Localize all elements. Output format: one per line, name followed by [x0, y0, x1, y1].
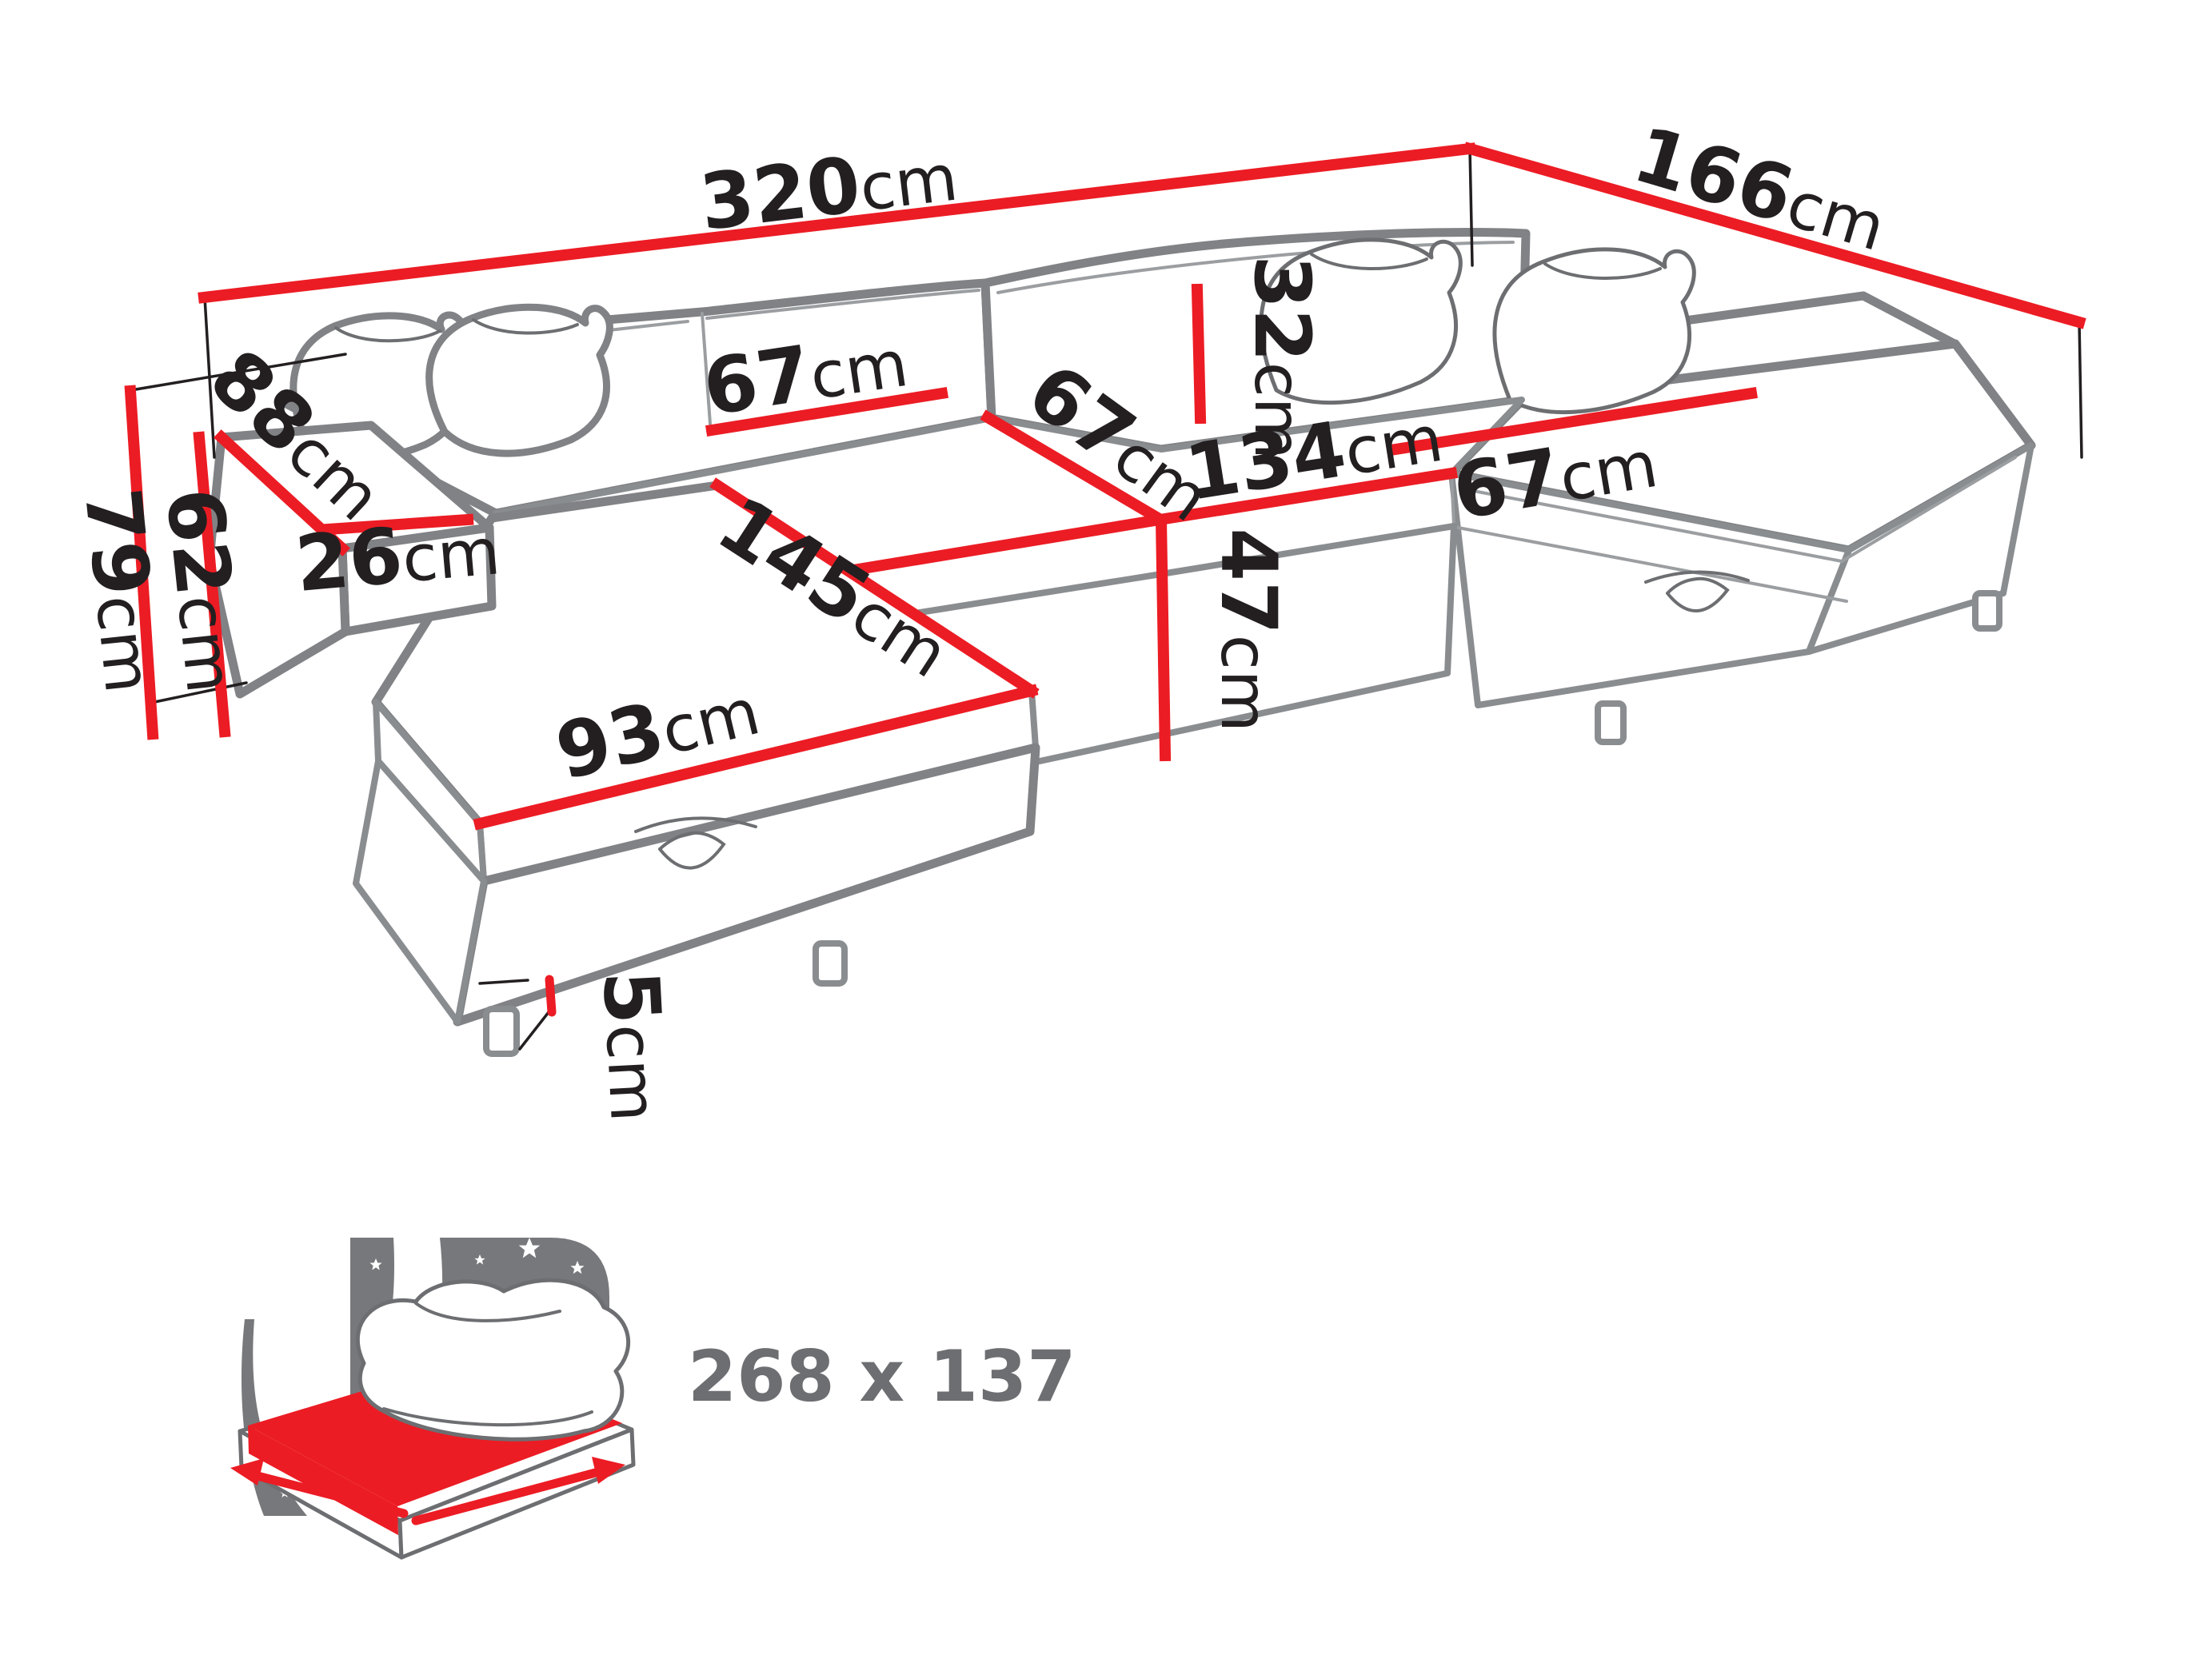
width-arrow: [230, 1458, 409, 1518]
sleeping-size-label: 268 x 137: [688, 1335, 1076, 1418]
right-chaise-leg: [1595, 700, 1627, 745]
dim-line-total-depth: [1463, 142, 2086, 329]
right-drawer-handle-icon: [1644, 570, 1750, 612]
label-leg-height: 5cm: [585, 968, 683, 1123]
construction-ticks: [125, 147, 2083, 1051]
left-chaise-leg: [483, 1006, 520, 1057]
pillow-left-2: [425, 303, 613, 457]
length-arrow: [411, 1457, 625, 1525]
label-right-seat-width: 67cm: [1447, 415, 1663, 537]
dimension-lines: [124, 142, 2086, 1017]
pillow-right-2: [1492, 247, 1696, 415]
dim-line-chaise-width: [473, 684, 1039, 831]
label-total-height: 79cm: [67, 485, 178, 697]
pillow-left-1: [289, 311, 469, 462]
dim-line-seat-height: [1155, 513, 1172, 762]
label-armrest-width: 26cm: [292, 502, 503, 609]
label-backrest-above-seat: 32cm: [1237, 255, 1327, 460]
dim-line-seat-depth: [980, 409, 1166, 526]
left-chaise-leg: [813, 940, 848, 987]
dim-line-total-width: [198, 142, 1476, 304]
dim-line-chaise-length: [709, 477, 1040, 699]
left-drawer-handle-icon: [634, 816, 757, 870]
label-total-depth: 166cm: [1624, 110, 1897, 269]
dim-line-total-height: [124, 385, 159, 740]
sleeping-bed-icon: [230, 1238, 636, 1560]
label-backrest-height: 62cm: [149, 485, 259, 697]
dim-line-armrest-width: [321, 513, 474, 536]
dim-line-armrest-length: [214, 429, 350, 556]
dim-line-leg-height: [545, 975, 557, 1017]
right-chaise-leg: [1972, 590, 2002, 632]
dim-line-backrest-height: [193, 431, 231, 738]
dim-line-backrest-above-seat: [1191, 283, 1207, 425]
dim-line-right-seat-width: [1388, 386, 1759, 457]
label-total-width: 320cm: [695, 129, 961, 248]
pillow-right-1: [1259, 237, 1463, 405]
label-seat-height: 47cm: [1204, 528, 1293, 732]
mattress-side: [248, 1426, 398, 1535]
dim-line-backrest-section: [705, 386, 949, 437]
left-chaise-base-side: [353, 758, 487, 1025]
label-backrest-section-width: 67cm: [697, 314, 912, 433]
duvet-pillows: [355, 1278, 630, 1442]
sofa-line-art: [205, 228, 2036, 1057]
